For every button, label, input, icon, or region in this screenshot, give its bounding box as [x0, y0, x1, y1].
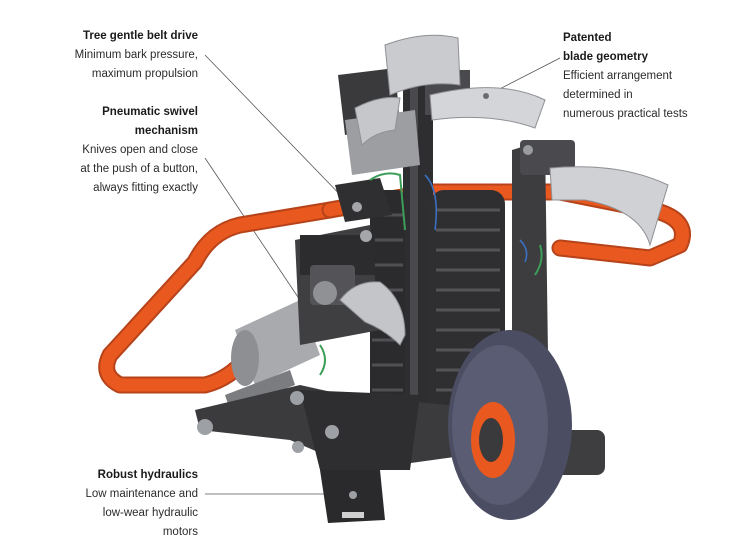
callout-swivel-title: mechanism: [134, 125, 198, 137]
callout-swivel-line: always fitting exactly: [93, 182, 198, 194]
callout-swivel: Pneumatic swivel mechanism Knives open a…: [40, 103, 198, 198]
bottom-chassis: [195, 385, 505, 523]
right-post: [512, 140, 575, 365]
callout-hydraulics: Robust hydraulics Low maintenance and lo…: [40, 466, 198, 542]
callout-blade-line: Efficient arrangement: [563, 70, 673, 82]
callout-blade: Patented blade geometry Efficient arrang…: [563, 29, 733, 124]
blades: [339, 34, 669, 346]
callout-hydraulics-line: Low maintenance and: [85, 488, 198, 500]
callout-belt-drive-line: maximum propulsion: [91, 68, 198, 80]
hydraulic-cylinder: [225, 300, 320, 410]
callout-blade-title: Patented: [563, 32, 612, 44]
callout-belt-drive-title: Tree gentle belt drive: [82, 30, 198, 42]
callout-belt-drive: Tree gentle belt drive Minimum bark pres…: [40, 27, 198, 84]
callout-blade-title: blade geometry: [563, 51, 648, 63]
callout-swivel-line: at the push of a button,: [80, 163, 198, 175]
hoses: [319, 172, 543, 376]
callout-belt-drive-line: Minimum bark pressure,: [74, 49, 198, 61]
callout-blade-line: numerous practical tests: [563, 108, 688, 120]
callout-hydraulics-line: motors: [162, 526, 198, 538]
callout-hydraulics-line: low-wear hydraulic: [102, 507, 198, 519]
hoses-blue: [424, 174, 528, 263]
callout-hydraulics-title: Robust hydraulics: [97, 469, 198, 481]
callout-swivel-title: Pneumatic swivel: [102, 106, 198, 118]
callout-blade-line: determined in: [563, 89, 633, 101]
leader-line-belt: [204, 54, 351, 206]
callout-swivel-line: Knives open and close: [82, 144, 198, 156]
wheel: [448, 330, 605, 520]
